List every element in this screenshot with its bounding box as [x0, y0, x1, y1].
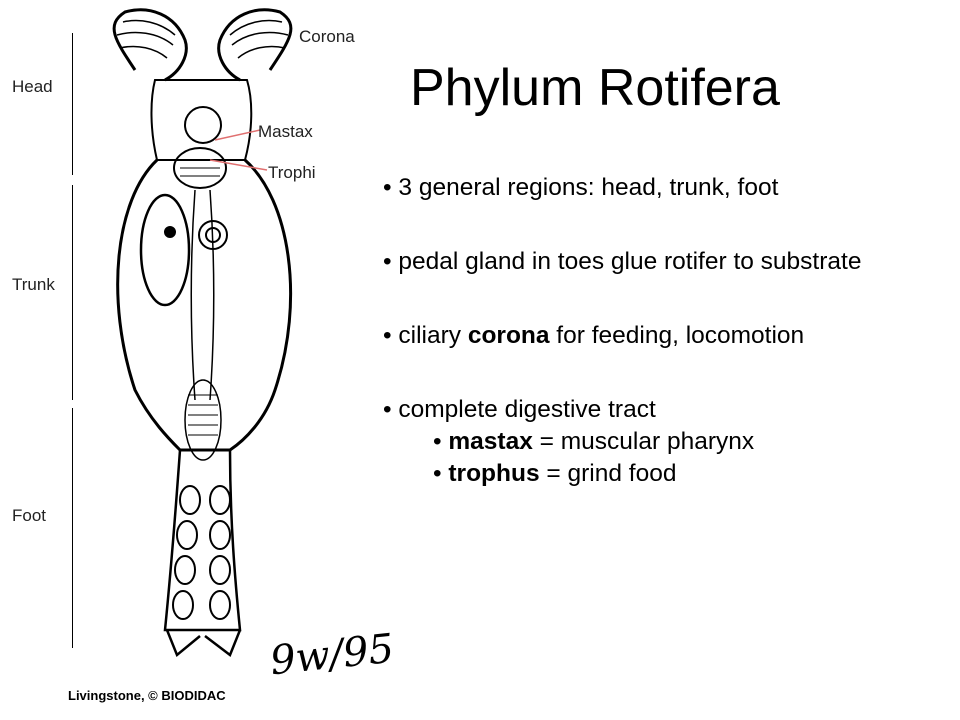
slide-title: Phylum Rotifera [410, 59, 780, 117]
foot-bracket [72, 408, 73, 648]
rotifer-illustration [112, 8, 293, 658]
eyespot [164, 226, 176, 238]
bullet-regions: • 3 general regions: head, trunk, foot [383, 174, 779, 201]
head-bracket [72, 33, 73, 175]
toes [165, 629, 242, 658]
bullet-pedal-gland: • pedal gland in toes glue rotifer to su… [383, 248, 862, 275]
bullet-corona: • ciliary corona for feeding, locomotion [383, 322, 805, 349]
mastax-shape [184, 106, 222, 144]
foot-label: Foot [12, 506, 47, 525]
image-credit: Livingstone, © BIODIDAC [68, 688, 226, 703]
trophi-shape [173, 147, 227, 189]
trunk-outline [116, 158, 293, 452]
trophi-pointer [209, 159, 268, 171]
subbullet-trophus: • trophus = grind food [433, 460, 677, 487]
mastax-pointer [214, 129, 261, 141]
mastax-label: Mastax [258, 122, 313, 141]
stomach-shape [139, 193, 191, 307]
corona-label: Corona [299, 27, 355, 46]
trunk-label: Trunk [12, 275, 55, 294]
head-label: Head [12, 77, 53, 96]
bullet-list: • 3 general regions: head, trunk, foot •… [383, 172, 953, 490]
foot-segments [163, 449, 242, 632]
bullet-digestive-tract: • complete digestive tract [383, 396, 656, 423]
trophi-label: Trophi [268, 163, 316, 182]
subbullet-mastax: • mastax = muscular pharynx [433, 428, 755, 455]
corona-cilia [112, 8, 293, 82]
trunk-bracket [72, 185, 73, 400]
